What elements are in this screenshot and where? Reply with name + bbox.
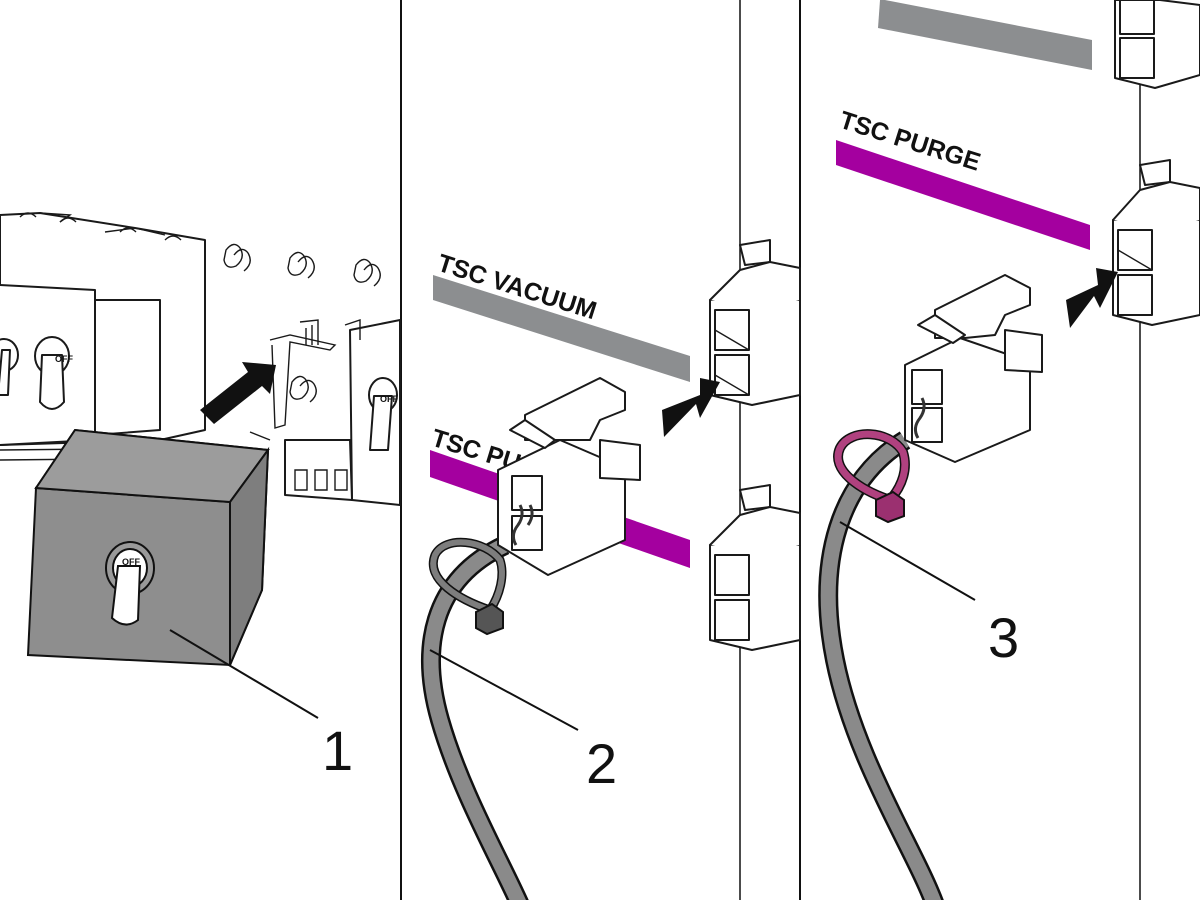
- svg-text:OFF: OFF: [380, 394, 398, 404]
- plug-connector: [904, 274, 1043, 463]
- panel-1-switchgear: OFF OFF: [0, 212, 401, 719]
- purge-label-strip-upper: [836, 140, 1090, 250]
- svg-text:OFF: OFF: [55, 354, 73, 364]
- connector-icon-top: [1114, 0, 1200, 89]
- svg-text:OFF: OFF: [122, 557, 140, 567]
- arrow-icon: [662, 378, 720, 437]
- connector-icon-target: [1112, 159, 1200, 326]
- panel-2-vacuum-connection: TSC VACUUM TSC PU: [421, 239, 801, 900]
- plug-connector: [497, 377, 641, 576]
- switch-cover: OFF: [26, 428, 270, 667]
- cable-tie-icon: [428, 537, 507, 636]
- arrow-icon: [1066, 268, 1118, 328]
- vacuum-label-strip: [433, 275, 690, 382]
- callout-3: 3: [988, 606, 1019, 669]
- vacuum-label-strip-upper: [878, 0, 1092, 70]
- rotary-switch-icon: OFF: [34, 336, 73, 410]
- cable-tie-icon: [833, 429, 910, 524]
- connector-icon: [709, 239, 801, 406]
- callout-2: 2: [586, 732, 617, 795]
- callout-1: 1: [322, 719, 353, 782]
- arrow-icon: [200, 362, 276, 424]
- connector-icon-lower: [709, 484, 801, 651]
- panel-3-purge-connection: TSC PURGE: [818, 0, 1200, 900]
